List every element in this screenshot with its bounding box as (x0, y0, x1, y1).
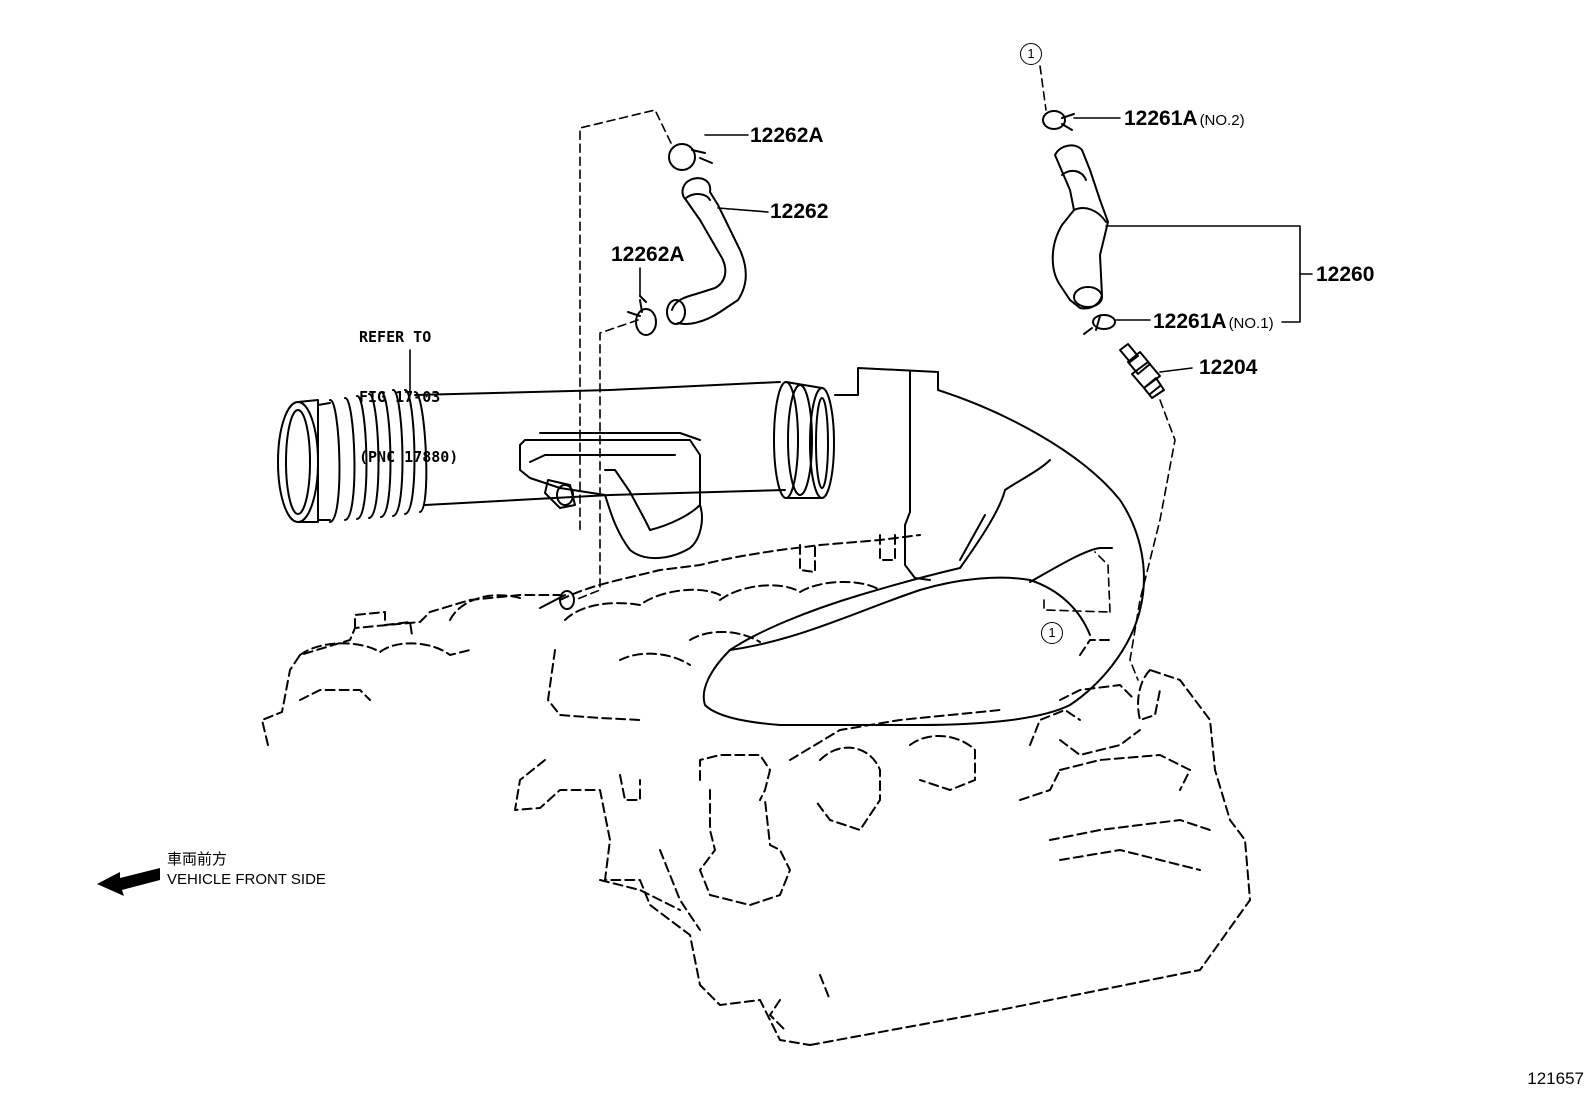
label-12261a-no1: 12261A(NO.1) (1153, 311, 1274, 332)
vehicle-front-english: VEHICLE FRONT SIDE (167, 871, 326, 888)
refer-line-2: FIG 17-03 (359, 388, 441, 406)
label-12262: 12262 (770, 200, 829, 223)
callout-1-top: 1 (1020, 43, 1042, 65)
figure-number: 121657 (1527, 1069, 1584, 1088)
leader-lines (409, 117, 1313, 393)
vehicle-front-label: 車両前方 VEHICLE FRONT SIDE (167, 850, 326, 890)
front-arrow-icon (97, 868, 160, 896)
engine-block-outline (261, 534, 1251, 1046)
vehicle-front-japanese: 車両前方 (167, 851, 228, 868)
pcv-valve-12204 (1119, 343, 1165, 399)
air-intake-duct (277, 381, 835, 610)
label-12262a-top: 12262A (750, 124, 824, 147)
refer-note: REFER TO FIG 17-03 (PNC 17880) (359, 287, 458, 487)
label-12261a-no2: 12261A(NO.2) (1124, 108, 1245, 129)
callout-1-bottom: 1 (1041, 622, 1063, 644)
label-12261a-no2-number: 12261A (1124, 107, 1198, 130)
bellows-ribs (329, 388, 428, 523)
label-12261a-no2-suffix: (NO.2) (1199, 112, 1245, 129)
hose-12262 (627, 143, 747, 336)
label-12261a-no1-number: 12261A (1153, 310, 1227, 333)
label-12261a-no1-suffix: (NO.1) (1228, 315, 1274, 332)
connection-lines (574, 65, 1176, 681)
intake-plenum (702, 367, 1145, 726)
label-12262a-left: 12262A (611, 243, 685, 266)
label-12260: 12260 (1316, 263, 1375, 286)
label-12204: 12204 (1199, 356, 1258, 379)
refer-line-1: REFER TO (359, 328, 432, 346)
refer-line-3: (PNC 17880) (359, 448, 459, 466)
hose-12260 (1042, 110, 1116, 335)
